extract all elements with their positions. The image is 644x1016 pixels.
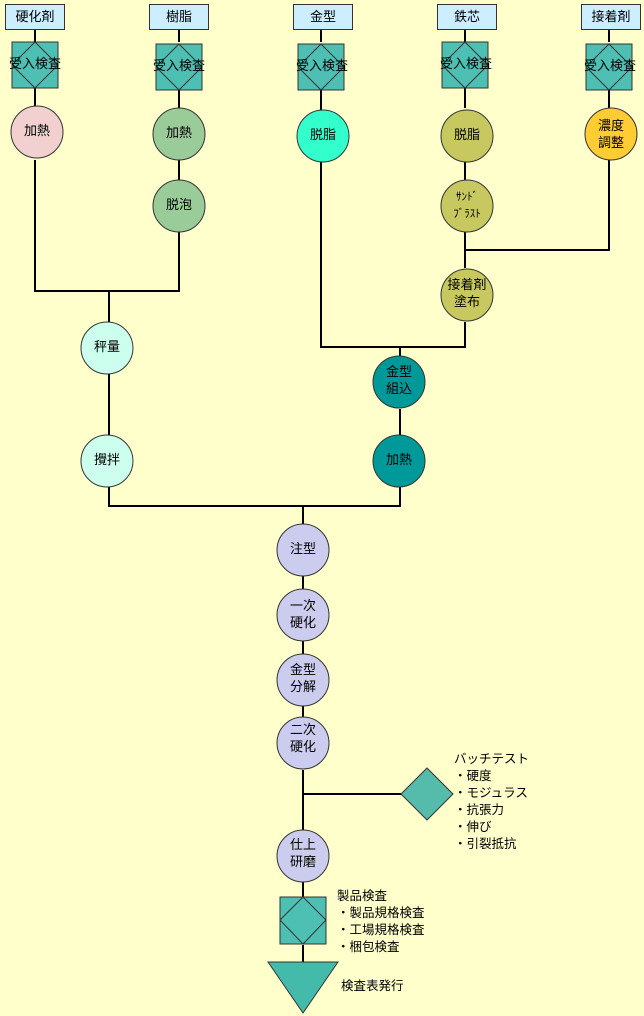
product-inspection-diamond	[279, 896, 327, 945]
connector	[34, 160, 180, 292]
product-inspection-item: ・工場規格検査	[337, 922, 425, 937]
receiving-inspection-diamond	[441, 41, 489, 89]
process-circle-casting	[276, 523, 330, 577]
product-inspection-annotation: 製品検査 ・製品規格検査 ・工場規格検査 ・梱包検査	[337, 887, 425, 955]
material-resin: 樹脂	[149, 4, 209, 30]
process-circle-secondary-cure	[276, 716, 330, 770]
connector	[108, 487, 401, 507]
batch-test-title: バッチテスト	[454, 751, 530, 766]
batch-test-item: ・抗張力	[454, 802, 505, 817]
product-inspection-item: ・梱包検査	[337, 939, 400, 954]
material-iron-core: 鉄芯	[437, 4, 497, 30]
receiving-inspection-diamond	[11, 41, 59, 89]
product-inspection-box	[279, 896, 327, 945]
batch-test-item: ・モジュラス	[454, 785, 528, 800]
process-circle-adhesive-coat	[440, 268, 494, 322]
node-heat-resin-label: 加熱	[165, 126, 192, 141]
node-primary-cure-label: 一次硬化	[289, 599, 316, 631]
product-inspection-title: 製品検査	[337, 888, 388, 903]
node-secondary-cure-label: 二次硬化	[289, 723, 316, 755]
connector	[320, 160, 466, 348]
material-hardener: 硬化剤	[5, 4, 65, 30]
receiving-inspection-diamond	[155, 43, 203, 91]
process-circle-primary-cure	[276, 588, 330, 642]
node-stir-label: 攪拌	[93, 453, 120, 468]
material-adhesive: 接着剤	[581, 4, 641, 30]
node-sandblast-label: ｻﾝﾄﾞﾌﾞﾗｽﾄ	[453, 190, 481, 220]
node-heat-hardener-label: 加熱	[23, 124, 50, 139]
process-circle-weigh	[80, 321, 134, 375]
node-heat-mold-label: 加熱	[385, 453, 412, 468]
process-circle-heat-resin	[152, 107, 206, 161]
report-label: 検査表発行	[341, 978, 404, 993]
receiving-inspection-label-mold: 受入検査	[295, 59, 348, 74]
process-circle-mold-assembly	[372, 355, 426, 409]
process-circle-sandblast	[440, 179, 494, 233]
receiving-inspection-box	[297, 43, 345, 91]
node-finishing-label: 仕上研磨	[289, 838, 316, 870]
process-circle-defoam	[152, 179, 206, 233]
receiving-inspection-label-adhesive: 受入検査	[583, 59, 636, 74]
receiving-inspection-label-hardener: 受入検査	[8, 57, 61, 72]
receiving-inspection-diamond	[297, 43, 345, 91]
batch-test-item: ・硬度	[454, 768, 492, 783]
receiving-inspection-diamond	[585, 43, 633, 91]
connector	[465, 160, 610, 251]
process-circle-concentration	[584, 107, 638, 161]
batch-test-annotation: バッチテスト ・硬度 ・モジュラス ・抗張力 ・伸び ・引裂抵抗	[454, 750, 529, 852]
node-adhesive-coat-label: 接着剤塗布	[447, 278, 487, 310]
process-circle-heat-hardener	[10, 105, 64, 159]
node-weigh-label: 秤量	[93, 340, 120, 355]
process-circle-stir	[80, 434, 134, 488]
receiving-inspection-box	[441, 41, 489, 89]
batch-test-diamond	[400, 767, 454, 821]
receiving-inspection-label-iron-core: 受入検査	[439, 57, 492, 72]
node-defoam-label: 脱泡	[165, 198, 192, 213]
process-circle-degrease-core	[440, 109, 494, 163]
node-degrease-mold-label: 脱脂	[309, 128, 336, 143]
node-casting-label: 注型	[289, 542, 316, 557]
receiving-inspection-box	[585, 43, 633, 91]
batch-test-item: ・伸び	[454, 819, 492, 834]
receiving-inspection-label-resin: 受入検査	[152, 59, 205, 74]
process-circle-finishing	[276, 829, 330, 883]
process-circle-degrease-mold	[296, 109, 350, 163]
product-inspection-item: ・製品規格検査	[337, 905, 425, 920]
batch-test-item: ・引裂抵抗	[454, 836, 517, 851]
node-mold-assembly-label: 金型組込	[385, 365, 412, 397]
node-concentration-label: 濃度調整	[597, 119, 624, 151]
process-circle-heat-mold	[372, 434, 426, 488]
material-mold: 金型	[293, 4, 353, 30]
process-circle-mold-release	[276, 653, 330, 707]
node-degrease-core-label: 脱脂	[453, 128, 480, 143]
report-triangle	[267, 961, 339, 1014]
node-mold-release-label: 金型分解	[289, 663, 316, 695]
